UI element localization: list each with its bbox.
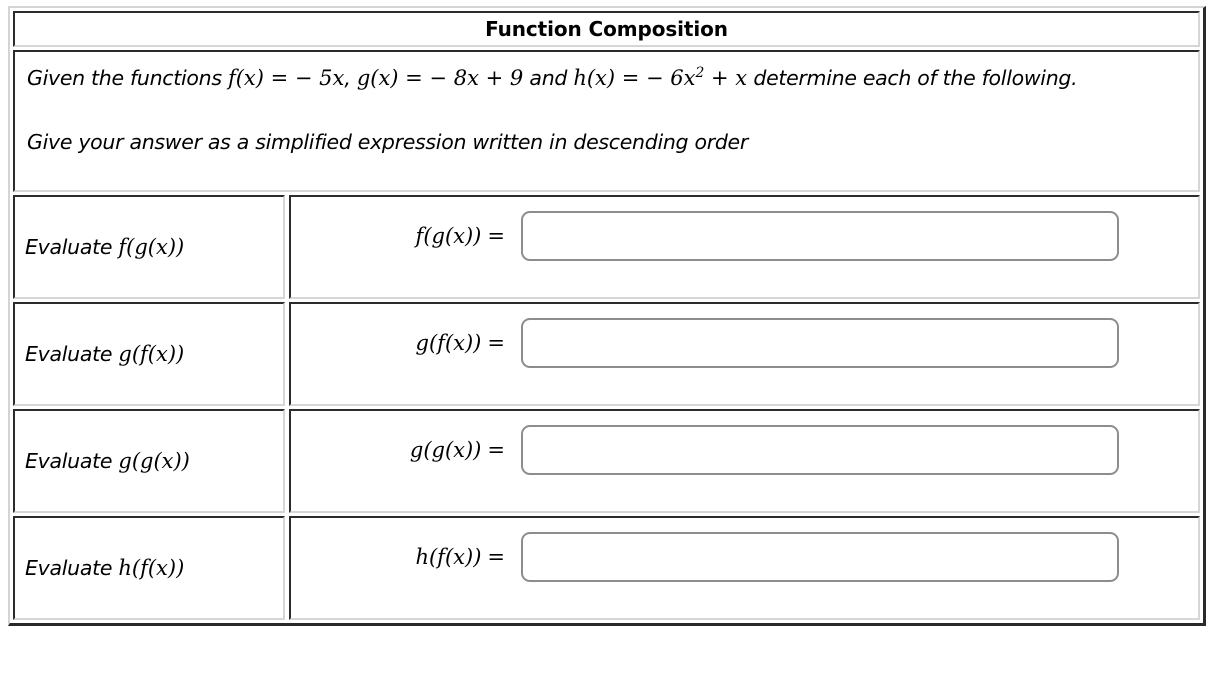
answer-input-4[interactable] bbox=[521, 532, 1119, 582]
function-h-tail: + x bbox=[704, 66, 748, 90]
prompt-separator-1: , bbox=[344, 66, 357, 90]
composition-expression-label-1: f(g(x)) bbox=[118, 235, 185, 259]
question-row: Evaluate g(f(x)) g(f(x))= bbox=[10, 299, 1203, 406]
prompt-determine-text: determine each of the following. bbox=[747, 66, 1078, 90]
question-label-cell-1: Evaluate f(g(x)) bbox=[13, 195, 285, 299]
answer-prompt-2: g(f(x))= bbox=[291, 318, 521, 368]
equals-sign-4: = bbox=[487, 545, 505, 569]
prompt-line-2: Give your answer as a simplified express… bbox=[27, 130, 748, 154]
equals-sign-3: = bbox=[487, 438, 505, 462]
function-f-definition: f(x) = − 5x bbox=[227, 66, 345, 90]
answer-prompt-1: f(g(x))= bbox=[291, 211, 521, 261]
prompt-and-text: and bbox=[523, 66, 574, 90]
question-label-3: Evaluate g(g(x)) bbox=[25, 449, 190, 473]
equals-sign-1: = bbox=[487, 224, 505, 248]
question-row: Evaluate g(g(x)) g(g(x))= bbox=[10, 406, 1203, 513]
composition-expression-3: g(g(x)) bbox=[409, 438, 482, 462]
question-answer-cell-3: g(g(x))= bbox=[289, 409, 1200, 513]
header-row: Function Composition bbox=[10, 8, 1203, 47]
question-row: Evaluate f(g(x)) f(g(x))= bbox=[10, 192, 1203, 299]
prompt-line-1: Given the functions f(x) = − 5x, g(x) = … bbox=[27, 62, 1186, 94]
evaluate-text-4: Evaluate bbox=[25, 556, 119, 580]
function-h-exponent: 2 bbox=[695, 65, 705, 81]
evaluate-text-2: Evaluate bbox=[25, 342, 119, 366]
question-label-cell-4: Evaluate h(f(x)) bbox=[13, 516, 285, 620]
composition-expression-label-2: g(f(x)) bbox=[118, 342, 185, 366]
question-label-cell-2: Evaluate g(f(x)) bbox=[13, 302, 285, 406]
answer-prompt-4: h(f(x))= bbox=[291, 532, 521, 582]
header-cell: Function Composition bbox=[13, 11, 1200, 47]
answer-input-1[interactable] bbox=[521, 211, 1119, 261]
question-label-4: Evaluate h(f(x)) bbox=[25, 556, 184, 580]
composition-expression-label-3: g(g(x)) bbox=[118, 449, 190, 473]
prompt-cell: Given the functions f(x) = − 5x, g(x) = … bbox=[13, 50, 1200, 192]
question-answer-cell-4: h(f(x))= bbox=[289, 516, 1200, 620]
evaluate-text-1: Evaluate bbox=[25, 235, 119, 259]
equals-sign-2: = bbox=[487, 331, 505, 355]
function-h-definition: h(x) = − 6x2 + x bbox=[573, 66, 747, 90]
composition-expression-1: f(g(x)) bbox=[415, 224, 482, 248]
evaluate-text-3: Evaluate bbox=[25, 449, 119, 473]
answer-input-2[interactable] bbox=[521, 318, 1119, 368]
function-g-definition: g(x) = − 8x + 9 bbox=[356, 66, 524, 90]
composition-expression-4: h(f(x)) bbox=[415, 545, 482, 569]
question-row: Evaluate h(f(x)) h(f(x))= bbox=[10, 513, 1203, 623]
question-label-2: Evaluate g(f(x)) bbox=[25, 342, 184, 366]
question-label-cell-3: Evaluate g(g(x)) bbox=[13, 409, 285, 513]
question-answer-cell-1: f(g(x))= bbox=[289, 195, 1200, 299]
function-h-base: h(x) = − 6x bbox=[573, 66, 696, 90]
function-composition-table: Function Composition Given the functions… bbox=[8, 6, 1206, 626]
answer-input-3[interactable] bbox=[521, 425, 1119, 475]
prompt-given-text: Given the functions bbox=[27, 66, 228, 90]
page-title: Function Composition bbox=[485, 17, 728, 41]
prompt-row: Given the functions f(x) = − 5x, g(x) = … bbox=[10, 47, 1203, 192]
composition-expression-label-4: h(f(x)) bbox=[118, 556, 185, 580]
question-answer-cell-2: g(f(x))= bbox=[289, 302, 1200, 406]
question-label-1: Evaluate f(g(x)) bbox=[25, 235, 184, 259]
answer-prompt-3: g(g(x))= bbox=[291, 425, 521, 475]
composition-expression-2: g(f(x)) bbox=[415, 331, 482, 355]
